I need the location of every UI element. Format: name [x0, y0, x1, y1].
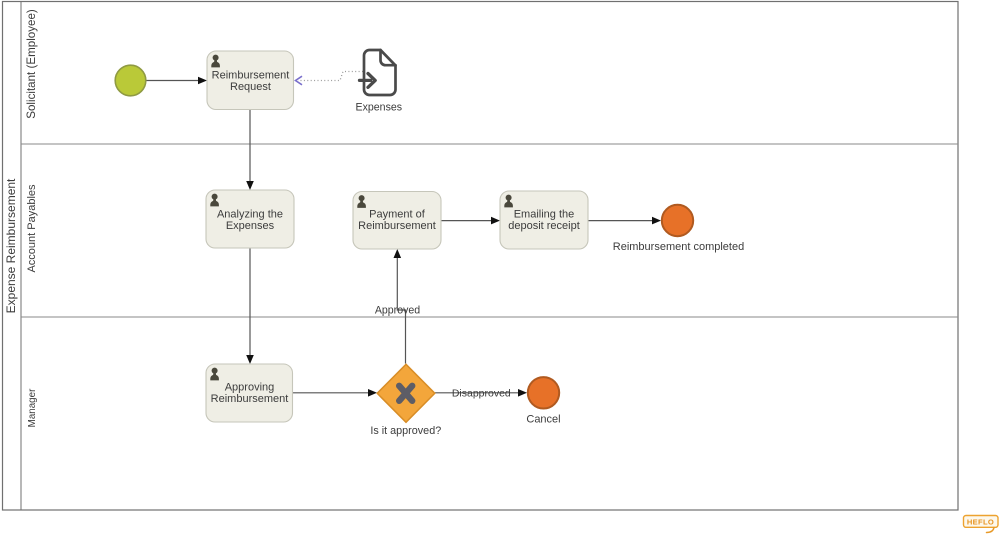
- svg-text:Payment of: Payment of: [369, 209, 426, 221]
- svg-text:Reimbursement: Reimbursement: [211, 393, 289, 405]
- svg-text:Manager: Manager: [27, 388, 38, 427]
- svg-text:Solicitant (Employee): Solicitant (Employee): [25, 9, 38, 119]
- svg-text:HEFLO: HEFLO: [967, 518, 994, 527]
- svg-text:Expense Reimbursement: Expense Reimbursement: [4, 178, 18, 313]
- svg-text:Expenses: Expenses: [356, 101, 403, 113]
- svg-text:Emailing the: Emailing the: [514, 209, 575, 221]
- svg-text:Approving: Approving: [225, 382, 275, 394]
- svg-text:deposit receipt: deposit receipt: [508, 220, 580, 232]
- svg-text:Is it approved?: Is it approved?: [370, 425, 441, 437]
- svg-text:Reimbursement: Reimbursement: [358, 220, 436, 232]
- svg-text:Expenses: Expenses: [226, 220, 275, 232]
- svg-text:Cancel: Cancel: [526, 414, 560, 426]
- svg-text:Approved: Approved: [375, 304, 420, 316]
- svg-text:Analyzing the: Analyzing the: [217, 209, 283, 221]
- svg-text:Request: Request: [230, 81, 271, 93]
- svg-text:Account Payables: Account Payables: [26, 184, 38, 273]
- svg-text:Reimbursement completed: Reimbursement completed: [613, 241, 744, 253]
- svg-text:Disapproved: Disapproved: [452, 387, 511, 399]
- svg-text:Reimbursement: Reimbursement: [212, 70, 290, 82]
